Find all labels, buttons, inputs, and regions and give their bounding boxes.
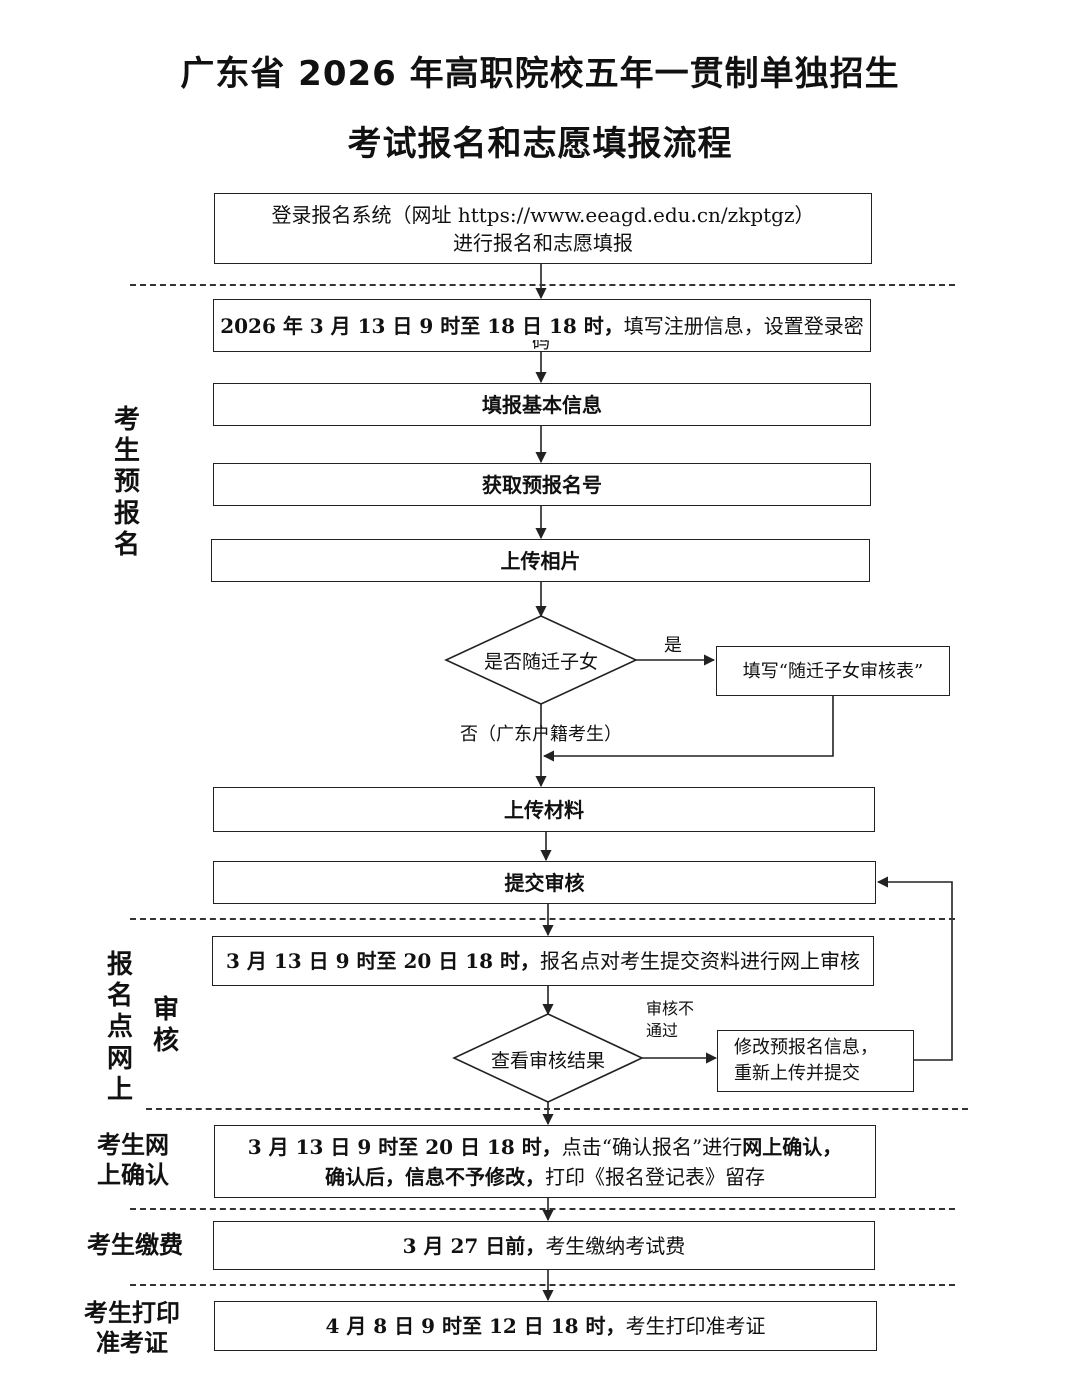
step-print-box: 4 月 8 日 9 时至 12 日 18 时，考生打印准考证	[214, 1301, 877, 1351]
section-divider	[130, 918, 955, 920]
step-basic-info-box: 填报基本信息	[213, 383, 871, 426]
confirm-bold-2: 确认后，信息不予修改，	[325, 1164, 545, 1189]
label-fail: 审核不 通过	[646, 999, 695, 1040]
register-text: 填写注册信息，设置登录密	[623, 313, 864, 338]
step-submit-review-box: 提交审核	[213, 861, 876, 904]
decision-diamond-migrant	[444, 615, 638, 705]
side-label-review-a: 报名点网上	[106, 950, 133, 1105]
page-subtitle: 考试报名和志愿填报流程	[347, 124, 733, 164]
login-line-1: 登录报名系统（网址 https://www.eeagd.edu.cn/zkptg…	[271, 202, 815, 227]
confirm-text-2: 打印《报名登记表》留存	[545, 1164, 765, 1189]
print-time: 4 月 8 日 9 时至 12 日 18 时，	[325, 1314, 626, 1338]
section-divider	[130, 1208, 955, 1210]
step-prereg-number-box: 获取预报名号	[213, 463, 871, 506]
side-label-payment: 考生缴费	[87, 1231, 183, 1259]
step-confirm-box: 3 月 13 日 9 时至 20 日 18 时，点击“确认报名”进行网上确认， …	[214, 1125, 876, 1198]
decision-result-text: 查看审核结果	[490, 1050, 605, 1072]
side-label-prereg: 考生预报名	[113, 405, 140, 560]
register-text-overflow: 码	[532, 332, 550, 353]
migrant-form-box: 填写“随迁子女审核表”	[716, 646, 950, 696]
confirm-text-1: 点击“确认报名”进行	[561, 1134, 743, 1159]
decision-diamond-result	[452, 1013, 644, 1103]
step-upload-material-box: 上传材料	[213, 787, 875, 832]
side-label-review-b: 审核	[152, 995, 179, 1057]
section-divider	[130, 1284, 955, 1286]
side-label-confirm: 考生网 上确认	[97, 1131, 169, 1189]
confirm-bold-1: 网上确认，	[742, 1134, 843, 1159]
payment-text: 考生缴纳考试费	[545, 1233, 686, 1258]
login-system-box: 登录报名系统（网址 https://www.eeagd.edu.cn/zkptg…	[214, 193, 872, 264]
modify-line-1: 修改预报名信息，	[734, 1036, 878, 1058]
online-review-text: 报名点对考生提交资料进行网上审核	[540, 949, 860, 973]
register-time: 2026 年 3 月 13 日 9 时至 18 日 18 时，	[220, 313, 624, 338]
arrow-resubmit-loop	[876, 876, 953, 1061]
label-yes: 是	[664, 635, 682, 656]
decision-migrant-text: 是否随迁子女	[483, 651, 598, 673]
login-line-2: 进行报名和志愿填报	[453, 230, 633, 255]
print-text: 考生打印准考证	[625, 1314, 766, 1338]
online-review-time: 3 月 13 日 9 时至 20 日 18 时，	[226, 949, 540, 973]
page-title: 广东省 2026 年高职院校五年一贯制单独招生	[180, 54, 900, 94]
label-no: 否（广东户籍考生）	[460, 724, 622, 745]
section-divider	[146, 1108, 968, 1110]
modify-line-2: 重新上传并提交	[734, 1063, 860, 1084]
modify-info-box: 修改预报名信息， 重新上传并提交	[717, 1030, 914, 1092]
step-online-review-box: 3 月 13 日 9 时至 20 日 18 时，报名点对考生提交资料进行网上审核	[212, 936, 874, 986]
step-upload-photo-box: 上传相片	[211, 539, 870, 582]
payment-time: 3 月 27 日前，	[402, 1233, 546, 1258]
step-payment-box: 3 月 27 日前，考生缴纳考试费	[213, 1221, 875, 1270]
confirm-time: 3 月 13 日 9 时至 20 日 18 时，	[247, 1134, 562, 1159]
arrow-form-return	[542, 696, 834, 762]
step-register-box: 2026 年 3 月 13 日 9 时至 18 日 18 时，填写注册信息，设置…	[213, 299, 871, 352]
section-divider	[130, 284, 955, 286]
side-label-print: 考生打印 准考证	[84, 1299, 180, 1357]
